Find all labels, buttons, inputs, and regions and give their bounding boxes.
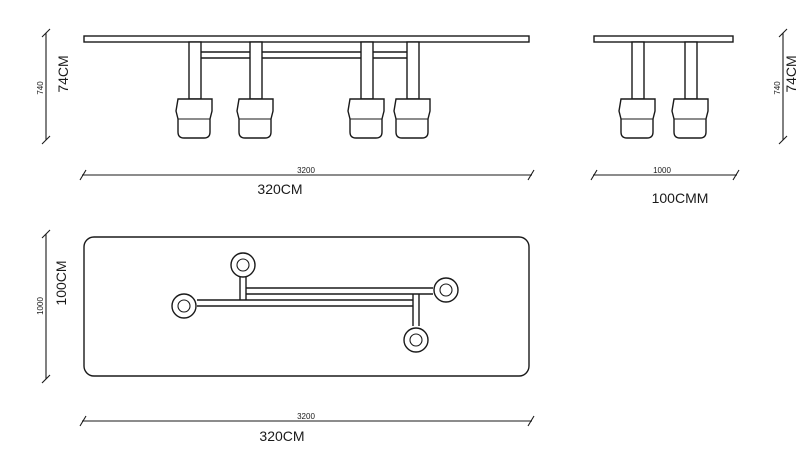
side-height-small-label: 740 xyxy=(773,81,782,95)
side-view: 740 74CM 1000 100CMM xyxy=(590,28,799,206)
side-leg-1 xyxy=(618,41,656,139)
top-base-frame xyxy=(197,276,433,326)
front-tabletop xyxy=(83,35,530,43)
top-view: 1000 100CM 3200 320CM xyxy=(36,229,535,444)
top-width-large-label: 320CM xyxy=(259,428,304,444)
side-width-small-label: 1000 xyxy=(653,166,671,175)
front-height-small-label: 740 xyxy=(36,81,45,95)
front-leg-1 xyxy=(175,41,213,139)
top-height-small-label: 1000 xyxy=(36,297,45,315)
top-foot-4 xyxy=(403,327,429,353)
front-height-dimension: 740 74CM xyxy=(36,28,71,145)
side-leg-2 xyxy=(671,41,709,139)
side-height-dimension: 740 74CM xyxy=(773,28,799,145)
front-leg-3 xyxy=(347,41,385,139)
side-tabletop xyxy=(593,35,734,43)
top-foot-2 xyxy=(171,293,197,319)
side-height-large-label: 74CM xyxy=(783,55,799,92)
top-height-dimension: 1000 100CM xyxy=(36,229,69,384)
front-view: 740 74CM 3200 320CM xyxy=(36,28,535,197)
top-height-large-label: 100CM xyxy=(53,260,69,305)
top-width-dimension: 3200 320CM xyxy=(79,412,535,444)
top-tabletop-outline xyxy=(83,236,530,377)
front-leg-4 xyxy=(393,41,431,139)
front-width-dimension: 3200 320CM xyxy=(79,166,535,197)
side-width-dimension: 1000 100CMM xyxy=(590,166,740,206)
side-width-large-label: 100CMM xyxy=(652,190,709,206)
front-height-large-label: 74CM xyxy=(55,55,71,92)
front-leg-2 xyxy=(236,41,274,139)
top-foot-1 xyxy=(230,252,256,278)
top-width-small-label: 3200 xyxy=(297,412,315,421)
front-width-small-label: 3200 xyxy=(297,166,315,175)
top-foot-3 xyxy=(433,277,459,303)
front-width-large-label: 320CM xyxy=(257,181,302,197)
